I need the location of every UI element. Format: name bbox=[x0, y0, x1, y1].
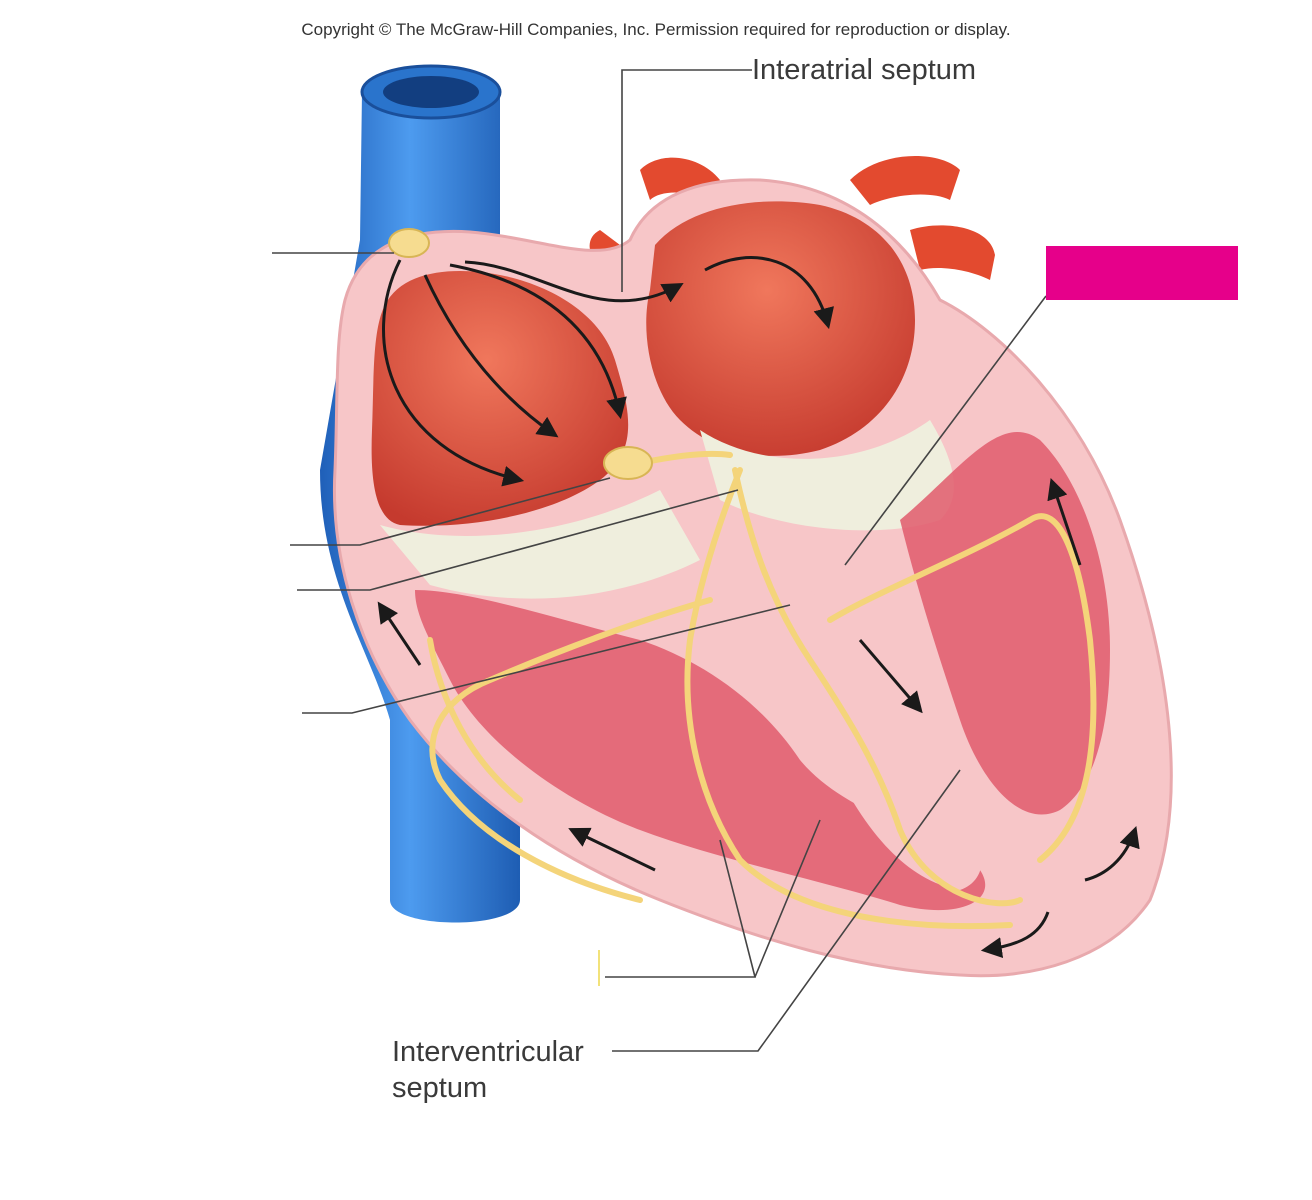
leader-bundle-branches bbox=[302, 604, 791, 714]
right-atrium bbox=[371, 270, 629, 526]
flow-arrows bbox=[377, 256, 1140, 959]
flow-arrow-icon bbox=[1047, 478, 1082, 566]
copyright-notice: Copyright © The McGraw-Hill Companies, I… bbox=[301, 20, 1011, 39]
label-interventricular-line1: Interventricular bbox=[392, 1036, 584, 1068]
flow-arrow-icon bbox=[568, 827, 656, 872]
flow-arrow-icon bbox=[449, 263, 627, 420]
right-ventricle-muscle bbox=[415, 590, 986, 911]
leader-lines bbox=[272, 69, 1047, 1052]
leader-interventricular bbox=[612, 769, 961, 1052]
label-interventricular-line2: septum bbox=[392, 1072, 488, 1104]
label-interatrial-septum: Interatrial septum bbox=[752, 54, 977, 86]
leader-av-node bbox=[290, 477, 611, 546]
arterial-branches bbox=[589, 156, 995, 280]
flow-arrow-icon bbox=[1084, 826, 1140, 882]
hidden-label-box bbox=[1046, 246, 1238, 300]
flow-arrow-icon bbox=[382, 259, 525, 487]
leader-magenta bbox=[844, 295, 1047, 566]
flow-arrow-icon bbox=[704, 256, 834, 330]
mitral-valve-area bbox=[700, 420, 954, 531]
sa-node-icon bbox=[388, 228, 430, 258]
flow-arrow-icon bbox=[464, 260, 684, 303]
flow-arrow-icon bbox=[858, 639, 923, 714]
leader-av-bundle bbox=[297, 489, 739, 591]
leader-interatrial bbox=[621, 69, 752, 292]
av-node-icon bbox=[603, 446, 653, 480]
conduction-system bbox=[427, 450, 1097, 930]
flow-arrow-icon bbox=[423, 274, 559, 438]
tick-mark bbox=[598, 950, 604, 986]
leader-purkinje bbox=[605, 819, 821, 978]
label-interventricular-septum: Interventricular septum bbox=[392, 1034, 652, 1106]
flow-arrow-icon bbox=[980, 911, 1050, 959]
flow-arrow-icon bbox=[377, 601, 422, 666]
